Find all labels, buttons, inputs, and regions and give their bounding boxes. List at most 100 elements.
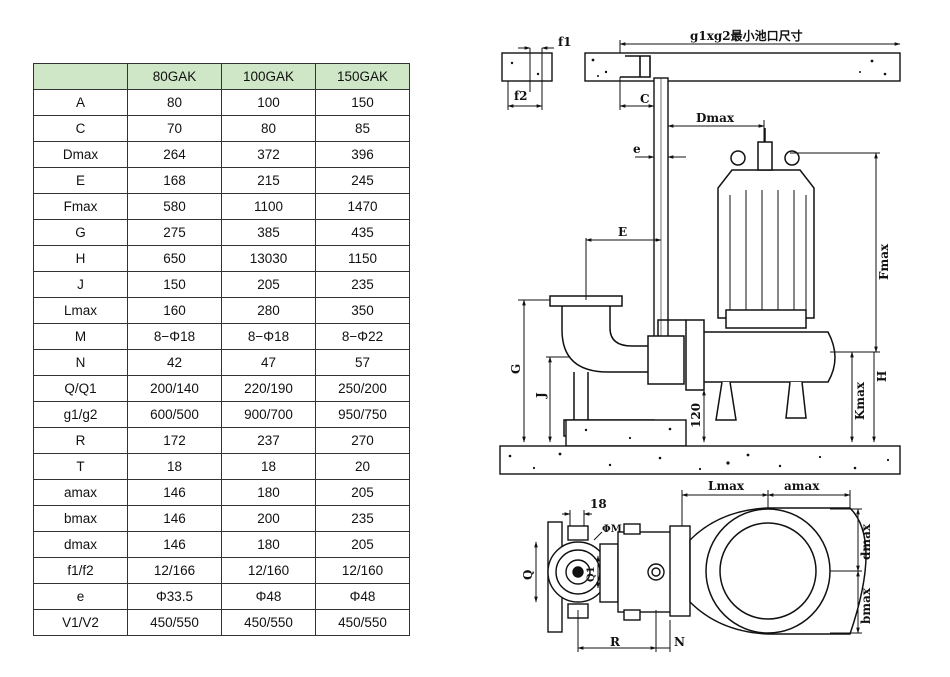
value-cell: 372 (221, 141, 316, 168)
value-cell: 600/500 (127, 401, 222, 428)
value-cell: 245 (315, 167, 410, 194)
value-cell: 280 (221, 297, 316, 324)
f1-f2-dimension (507, 46, 554, 110)
value-cell: 450/550 (315, 609, 410, 636)
value-cell: 450/550 (221, 609, 316, 636)
value-cell: 12/166 (127, 557, 222, 584)
column-header: 100GAK (221, 63, 316, 90)
top-slab (501, 52, 901, 82)
value-cell: 160 (127, 297, 222, 324)
dmax-bmax-dimension (830, 508, 862, 634)
value-cell: 85 (315, 115, 410, 142)
value-cell: Φ48 (221, 583, 316, 610)
fmax-dimension (790, 152, 880, 353)
value-cell: 8−Φ18 (127, 323, 222, 350)
value-cell: 18 (221, 453, 316, 480)
row-label-cell: G (33, 219, 128, 246)
pump-volute (685, 319, 836, 421)
label-q: Q (521, 570, 535, 580)
column-header: 150GAK (315, 63, 410, 90)
value-cell: 12/160 (221, 557, 316, 584)
value-cell: 146 (127, 505, 222, 532)
column-header (33, 63, 128, 90)
value-cell: 350 (315, 297, 410, 324)
value-cell: 396 (315, 141, 410, 168)
label-dmax: Dmax (696, 111, 735, 125)
value-cell: 13030 (221, 245, 316, 272)
pump-installation-drawing: f1 f2 g1xg2最小池口尺寸 C Dmax e (499, 28, 901, 652)
guide-rail (653, 77, 669, 349)
label-c: C (640, 92, 650, 106)
value-cell: 275 (127, 219, 222, 246)
pit-opening-dimension (619, 40, 901, 53)
label-r: R (610, 635, 621, 649)
value-cell: 205 (221, 271, 316, 298)
value-cell: 172 (127, 427, 222, 454)
label-120: 120 (689, 403, 703, 428)
value-cell: 235 (315, 505, 410, 532)
row-label-cell: Dmax (33, 141, 128, 168)
value-cell: 435 (315, 219, 410, 246)
row-label-cell: dmax (33, 531, 128, 558)
e-big-dimension (585, 238, 662, 300)
value-cell: 150 (315, 89, 410, 116)
value-cell: 220/190 (221, 375, 316, 402)
value-cell: 8−Φ18 (221, 323, 316, 350)
label-kmax: Kmax (853, 381, 867, 420)
q-dimension (534, 541, 600, 603)
row-label-cell: H (33, 245, 128, 272)
value-cell: 168 (127, 167, 222, 194)
motor-plan (689, 507, 867, 635)
row-label-cell: amax (33, 479, 128, 506)
label-dmax-plan: dmax (859, 523, 873, 560)
concrete-floor (499, 419, 901, 475)
value-cell: 146 (127, 531, 222, 558)
value-cell: 1100 (221, 193, 316, 220)
value-cell: 80 (221, 115, 316, 142)
value-cell: 200/140 (127, 375, 222, 402)
row-label-cell: R (33, 427, 128, 454)
row-label-cell: V1/V2 (33, 609, 128, 636)
value-cell: 264 (127, 141, 222, 168)
label-q1: Q1 (586, 566, 597, 582)
value-cell: 42 (127, 349, 222, 376)
value-cell: 1470 (315, 193, 410, 220)
value-cell: 70 (127, 115, 222, 142)
column-header: 80GAK (127, 63, 222, 90)
value-cell: 180 (221, 531, 316, 558)
value-cell: 1150 (315, 245, 410, 272)
row-label-cell: g1/g2 (33, 401, 128, 428)
row-label-cell: f1/f2 (33, 557, 128, 584)
row-label-cell: bmax (33, 505, 128, 532)
row-label-cell: Lmax (33, 297, 128, 324)
row-label-cell: E (33, 167, 128, 194)
label-18: 18 (590, 497, 607, 511)
label-h: H (875, 371, 889, 382)
value-cell: 450/550 (127, 609, 222, 636)
value-cell: 900/700 (221, 401, 316, 428)
pump-motor (717, 128, 815, 329)
value-cell: 650 (127, 245, 222, 272)
r-n-dimension (577, 610, 671, 652)
g-j-dimension (518, 299, 570, 443)
label-n: N (674, 635, 685, 649)
value-cell: 18 (127, 453, 222, 480)
value-cell: 215 (221, 167, 316, 194)
value-cell: Φ48 (315, 583, 410, 610)
value-cell: 200 (221, 505, 316, 532)
value-cell: 235 (315, 271, 410, 298)
row-label-cell: J (33, 271, 128, 298)
row-label-cell: M (33, 323, 128, 350)
